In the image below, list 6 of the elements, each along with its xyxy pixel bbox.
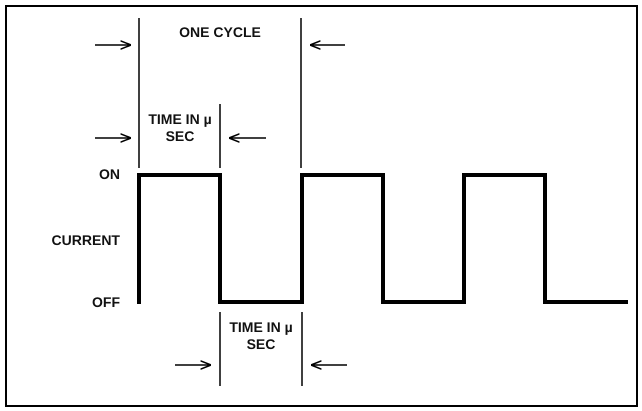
duration-label: TIME IN µ SEC	[228, 319, 294, 353]
cycle-label: ONE CYCLE	[178, 24, 262, 41]
state-label: OFF	[91, 294, 120, 311]
axis-label: CURRENT	[50, 232, 120, 249]
duration-label: TIME IN µ SEC	[147, 111, 213, 145]
state-label: ON	[98, 166, 120, 183]
